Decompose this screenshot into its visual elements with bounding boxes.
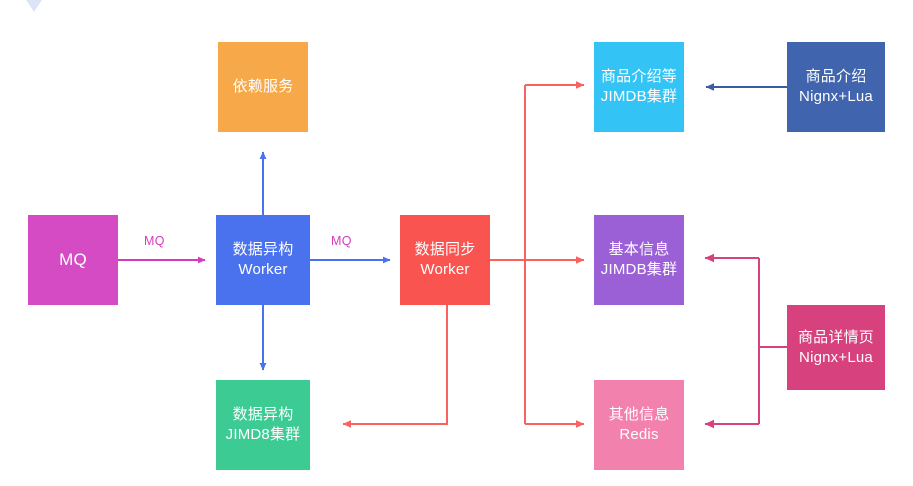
node-data-heterogeneous-jimd8-cluster[interactable]: 数据异构 JIMD8集群 [216,380,310,470]
node-other-info-redis[interactable]: 其他信息 Redis [594,380,684,470]
node-data-heterogeneous-worker[interactable]: 数据异构 Worker [216,215,310,305]
node-product-intro-jimdb-cluster-line-2: JIMDB集群 [600,88,678,105]
edge-label-worker-to-sync: MQ [331,234,352,248]
edge-sync-to-jimd8-cluster [342,305,448,428]
node-mq[interactable]: MQ [28,215,118,305]
node-data-heterogeneous-worker-line-2: Worker [238,261,288,278]
node-basic-info-jimdb-cluster-line-1: 基本信息 [608,241,670,259]
node-data-heterogeneous-jimd8-cluster-line-1: 数据异构 [232,406,294,424]
node-other-info-redis-line-2: Redis [619,426,659,443]
node-product-intro-jimdb-cluster-line-1: 商品介绍等 [600,68,677,86]
edge-detail-nginx-bracket [704,253,787,429]
node-product-intro-nginx-lua-line-1: 商品介绍 [805,68,867,86]
node-data-heterogeneous-worker-line-1: 数据异构 [232,241,294,259]
node-other-info-redis-line-1: 其他信息 [608,406,670,424]
edge-sync-worker-fanout [490,81,585,428]
node-product-intro-nginx-lua-line-2: Nignx+Lua [799,88,873,105]
node-product-detail-page-nginx-lua-line-1: 商品详情页 [797,328,874,346]
node-data-heterogeneous-jimd8-cluster-line-2: JIMD8集群 [225,426,301,443]
node-product-detail-page-nginx-lua-line-2: Nignx+Lua [799,348,873,366]
collapse-triangle-icon[interactable] [26,0,42,12]
node-basic-info-jimdb-cluster-line-2: JIMDB集群 [600,261,678,278]
node-product-intro-nginx-lua[interactable]: 商品介绍 Nignx+Lua [787,42,885,132]
node-data-sync-worker-line-1: 数据同步 [414,241,476,259]
node-data-sync-worker[interactable]: 数据同步 Worker [400,215,490,305]
node-dependency-service[interactable]: 依赖服务 [218,42,308,132]
node-dependency-service-line-1: 依赖服务 [232,78,294,96]
node-product-intro-jimdb-cluster[interactable]: 商品介绍等 JIMDB集群 [594,42,684,132]
edge-label-mq-to-worker: MQ [144,234,165,248]
node-data-sync-worker-line-2: Worker [420,261,470,278]
node-basic-info-jimdb-cluster[interactable]: 基本信息 JIMDB集群 [594,215,684,305]
node-product-detail-page-nginx-lua[interactable]: 商品详情页 Nignx+Lua [787,305,885,390]
node-mq-line-1: MQ [59,249,87,269]
